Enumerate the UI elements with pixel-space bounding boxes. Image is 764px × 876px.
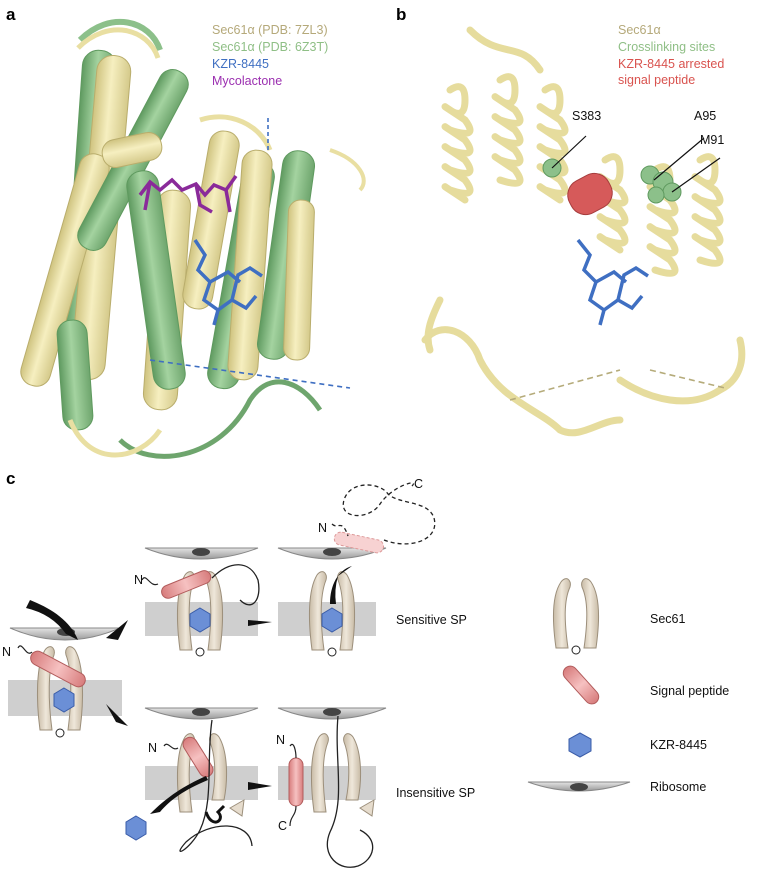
sensitive-state-1: N: [134, 547, 260, 657]
legend-c-ribosome: Ribosome: [650, 780, 706, 794]
kzr-8445-ligand-b: [576, 238, 649, 326]
legend-a-item: Mycolactone: [212, 74, 282, 88]
n-terminus-label: N: [2, 645, 11, 659]
initial-state: N: [2, 600, 122, 738]
branch-arrows: [106, 620, 128, 726]
mycolactone-ligand: [138, 174, 238, 214]
site-label-s383: S383: [572, 109, 601, 123]
structure-ribbon-b: [421, 26, 746, 437]
legend-c-kzr: KZR-8445: [650, 738, 707, 752]
c-terminus-label: C: [278, 819, 287, 833]
ribosome-icon: [527, 781, 631, 792]
sec61-channel-icon: [552, 578, 600, 655]
kzr-8445-ligand-a: [193, 239, 263, 326]
legend-a-item: Sec61α (PDB: 6Z3T): [212, 40, 328, 54]
insensitive-sp-label: Insensitive SP: [396, 786, 475, 800]
panel-a-letter: a: [6, 5, 16, 24]
arrow-to-insensitive-2: [248, 782, 272, 790]
legend-b-item: Sec61α: [618, 23, 661, 37]
legend-a-item: KZR-8445: [212, 57, 269, 71]
insensitive-state-1: N: [125, 707, 259, 852]
legend-a-item: Sec61α (PDB: 7ZL3): [212, 23, 328, 37]
c-terminus-label: C: [414, 477, 423, 491]
sensitive-sp-label: Sensitive SP: [396, 613, 467, 627]
panel-b-letter: b: [396, 5, 406, 24]
site-labels: S383 A95 M91: [551, 109, 724, 193]
legend-b: Sec61α Crosslinking sites KZR-8445 arres…: [618, 23, 724, 87]
n-terminus-label: N: [276, 733, 285, 747]
arrested-signal-peptide: [567, 172, 613, 216]
legend-c: Sec61 Signal peptide KZR-8445 Ribosome: [527, 578, 729, 794]
n-terminus-label: N: [318, 521, 327, 535]
panel-c: c N: [2, 469, 729, 868]
arrow-to-sensitive-2: [248, 620, 272, 626]
helix-cylinders: [20, 49, 316, 431]
panel-b: b S: [396, 5, 746, 437]
panel-a: a: [6, 5, 366, 459]
insensitive-state-2: N C: [276, 707, 387, 868]
legend-c-signal-peptide: Signal peptide: [650, 684, 729, 698]
kzr-hexagon-icon: [568, 732, 592, 758]
n-terminus-label: N: [134, 573, 143, 587]
legend-b-item: signal peptide: [618, 73, 695, 87]
structure-overlay-a: [20, 19, 366, 459]
site-label-m91: M91: [700, 133, 724, 147]
legend-c-sec61: Sec61: [650, 612, 685, 626]
legend-a: Sec61α (PDB: 7ZL3) Sec61α (PDB: 6Z3T) KZ…: [212, 23, 328, 88]
panel-c-letter: c: [6, 469, 15, 488]
legend-b-item: KZR-8445 arrested: [618, 57, 724, 71]
sensitive-state-2: N C: [277, 477, 436, 657]
n-terminus-label: N: [148, 741, 157, 755]
legend-b-item: Crosslinking sites: [618, 40, 715, 54]
site-label-a95: A95: [694, 109, 716, 123]
signal-peptide-icon: [562, 665, 600, 705]
